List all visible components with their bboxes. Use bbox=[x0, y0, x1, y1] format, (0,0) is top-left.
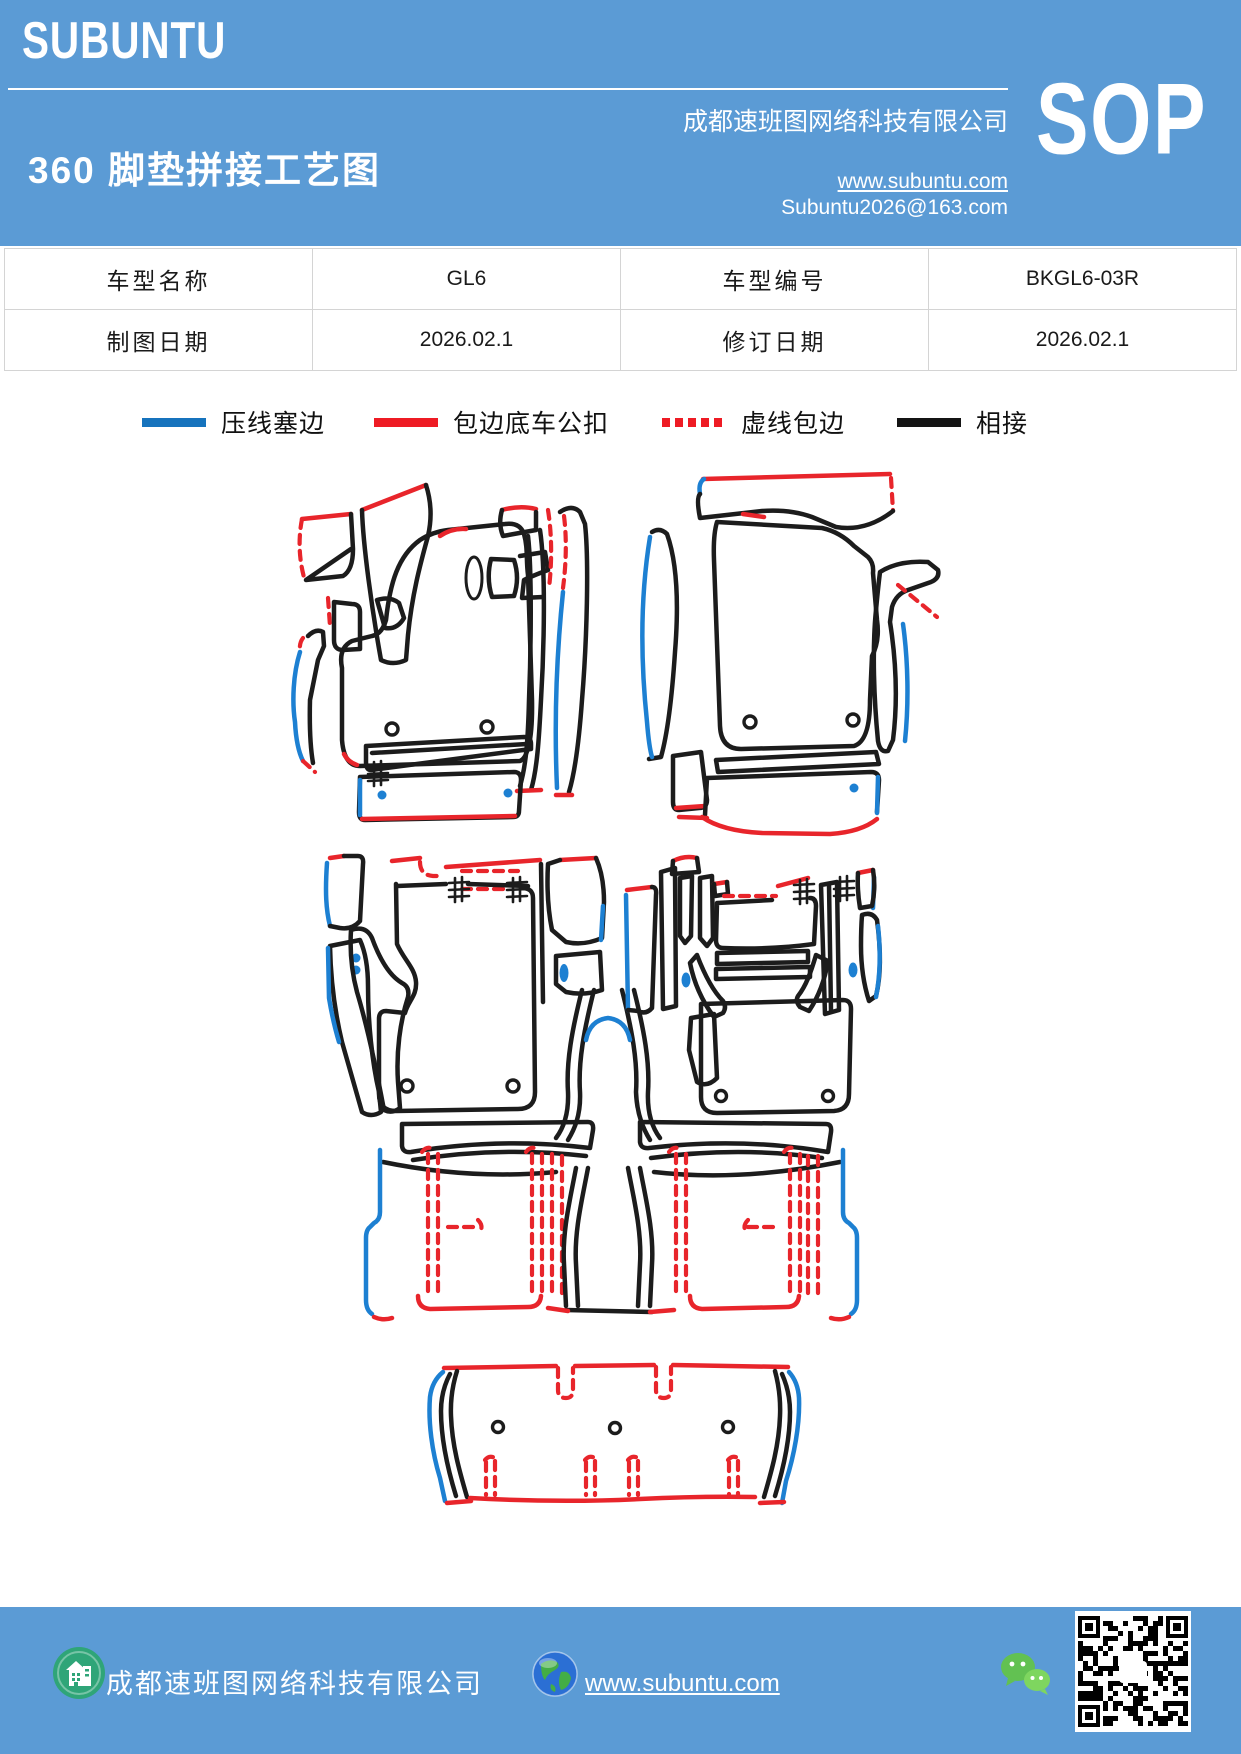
table-row: 制图日期 2026.02.1 修订日期 2026.02.1 bbox=[4, 309, 1237, 371]
page-header: SUBUNTU 成都速班图网络科技有限公司 SOP 360 脚垫拼接工艺图 ww… bbox=[0, 0, 1241, 246]
second-row-mats bbox=[323, 853, 883, 1143]
revise-date-label: 修订日期 bbox=[620, 309, 929, 371]
globe-icon bbox=[532, 1651, 578, 1697]
header-company-name: 成都速班图网络科技有限公司 bbox=[682, 108, 1008, 136]
wechat-icon bbox=[1001, 1653, 1050, 1695]
blue-line-swatch bbox=[142, 417, 206, 427]
qr-center-logo bbox=[1119, 1661, 1147, 1683]
footer-company-name: 成都速班图网络科技有限公司 bbox=[106, 1669, 483, 1699]
legend-label: 虚线包边 bbox=[741, 410, 846, 438]
model-name-label: 车型名称 bbox=[4, 248, 313, 310]
draw-date-label: 制图日期 bbox=[4, 309, 313, 371]
page-title: 360 脚垫拼接工艺图 bbox=[28, 150, 382, 191]
qr-finder-icon bbox=[1166, 1616, 1188, 1638]
line-type-legend: 压线塞边 包边底车公扣 虚线包边 相接 bbox=[0, 404, 1241, 440]
red-line-swatch bbox=[374, 417, 438, 427]
table-row: 车型名称 GL6 车型编号 BKGL6-03R bbox=[4, 248, 1237, 310]
sop-badge: SOP bbox=[1036, 63, 1208, 176]
vehicle-info-table: 车型名称 GL6 车型编号 BKGL6-03R 制图日期 2026.02.1 修… bbox=[4, 248, 1237, 371]
legend-label: 压线塞边 bbox=[221, 410, 326, 438]
building-icon bbox=[53, 1647, 105, 1699]
revise-date-value: 2026.02.1 bbox=[928, 309, 1237, 371]
legend-item-dashed-edge: 虚线包边 bbox=[662, 404, 845, 440]
header-email: Subuntu2026@163.com bbox=[781, 196, 1008, 219]
front-row-mats bbox=[291, 471, 941, 837]
legend-label: 相接 bbox=[976, 410, 1029, 438]
header-website-link[interactable]: www.subuntu.com bbox=[837, 170, 1008, 193]
third-row-mats bbox=[363, 1119, 860, 1322]
model-code-label: 车型编号 bbox=[620, 248, 929, 310]
legend-item-press-line: 压线塞边 bbox=[142, 404, 325, 440]
qr-finder-icon bbox=[1078, 1616, 1100, 1638]
trunk-mat bbox=[427, 1362, 802, 1506]
legend-item-bind-edge: 包边底车公扣 bbox=[374, 404, 609, 440]
legend-label: 包边底车公扣 bbox=[453, 410, 610, 438]
qr-finder-icon bbox=[1078, 1705, 1100, 1727]
qr-pattern bbox=[1078, 1616, 1188, 1727]
red-dashed-swatch bbox=[662, 417, 726, 427]
black-line-swatch bbox=[897, 417, 961, 427]
legend-item-join: 相接 bbox=[897, 404, 1028, 440]
draw-date-value: 2026.02.1 bbox=[312, 309, 621, 371]
qr-code bbox=[1075, 1611, 1191, 1732]
header-divider bbox=[8, 88, 1008, 90]
model-name-value: GL6 bbox=[312, 248, 621, 310]
model-code-value: BKGL6-03R bbox=[928, 248, 1237, 310]
brand-logo: SUBUNTU bbox=[22, 12, 227, 70]
footer-website-link[interactable]: www.subuntu.com bbox=[585, 1670, 780, 1697]
